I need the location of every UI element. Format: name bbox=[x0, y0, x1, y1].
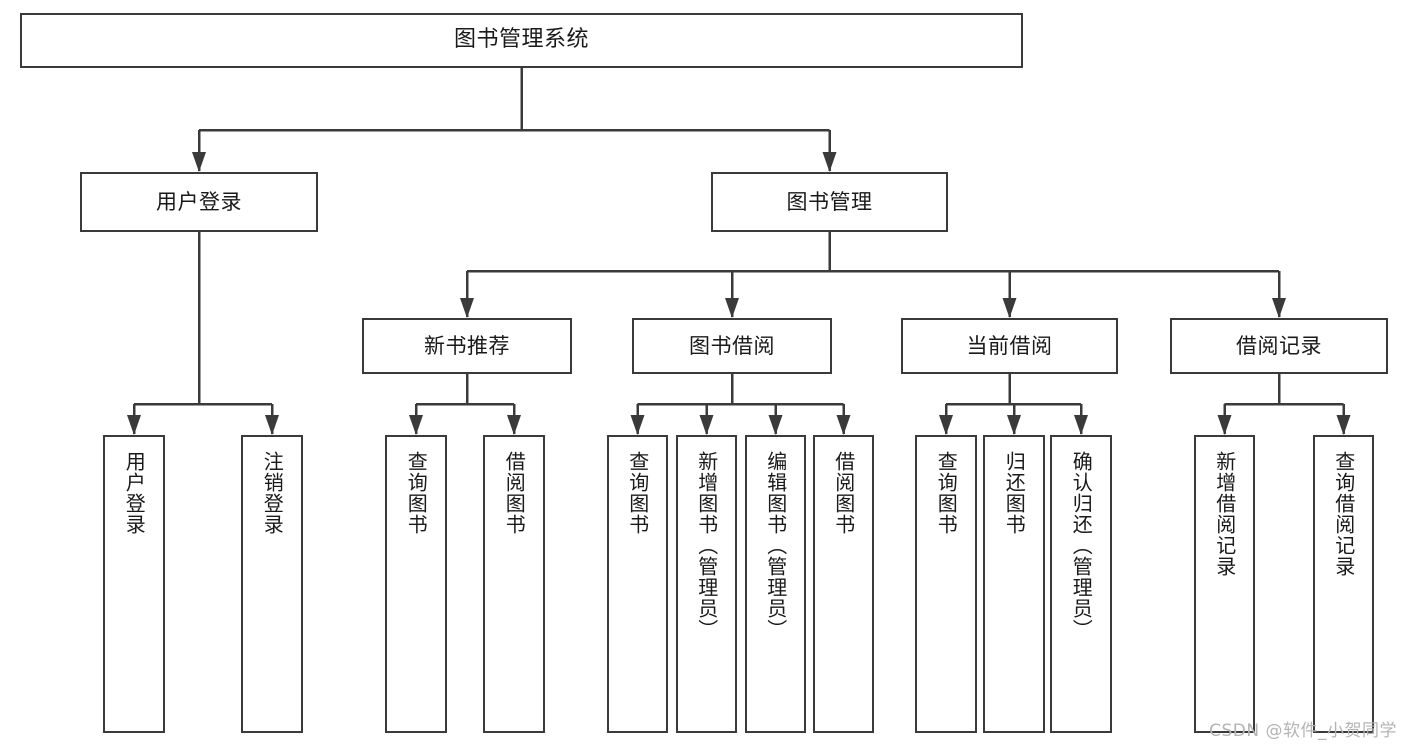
node-leaf-confirm-return-admin[interactable]: 确认归还（管理员） bbox=[1050, 435, 1112, 733]
node-label: 图书借阅 bbox=[689, 333, 775, 358]
node-label: 当前借阅 bbox=[966, 333, 1053, 358]
node-leaf-return-book[interactable]: 归还图书 bbox=[983, 435, 1045, 733]
node-leaf-borrow-book-recommend[interactable]: 借阅图书 bbox=[483, 435, 545, 733]
node-label: 查询图书 bbox=[625, 451, 650, 535]
node-leaf-user-login[interactable]: 用户登录 bbox=[103, 435, 165, 733]
node-leaf-query-borrow-record[interactable]: 查询借阅记录 bbox=[1313, 435, 1374, 733]
node-leaf-query-book-recommend[interactable]: 查询图书 bbox=[385, 435, 447, 733]
node-borrow-record[interactable]: 借阅记录 bbox=[1170, 318, 1388, 374]
node-label: 查询图书 bbox=[934, 451, 959, 535]
node-label: 借阅记录 bbox=[1236, 333, 1322, 358]
node-label: 用户登录 bbox=[156, 189, 242, 214]
node-leaf-query-book-borrow[interactable]: 查询图书 bbox=[607, 435, 668, 733]
node-leaf-edit-book-admin[interactable]: 编辑图书（管理员） bbox=[745, 435, 806, 733]
node-user-login[interactable]: 用户登录 bbox=[80, 172, 318, 232]
node-book-borrow[interactable]: 图书借阅 bbox=[632, 318, 832, 374]
csdn-watermark: CSDN @软件_小贺同学 bbox=[1209, 721, 1397, 741]
node-label: 确认归还（管理员） bbox=[1069, 451, 1094, 640]
node-new-book-recommend[interactable]: 新书推荐 bbox=[362, 318, 572, 374]
node-label: 归还图书 bbox=[1002, 451, 1027, 535]
node-label: 新增图书（管理员） bbox=[694, 451, 719, 640]
node-leaf-logout[interactable]: 注销登录 bbox=[241, 435, 303, 733]
node-label: 借阅图书 bbox=[502, 451, 527, 535]
node-label: 编辑图书（管理员） bbox=[763, 451, 788, 640]
node-label: 借阅图书 bbox=[831, 451, 856, 535]
node-current-borrow[interactable]: 当前借阅 bbox=[901, 318, 1118, 374]
node-leaf-query-book-current[interactable]: 查询图书 bbox=[915, 435, 977, 733]
node-leaf-add-borrow-record[interactable]: 新增借阅记录 bbox=[1194, 435, 1255, 733]
node-label: 查询图书 bbox=[404, 451, 429, 535]
node-label: 注销登录 bbox=[260, 451, 285, 535]
node-root-system[interactable]: 图书管理系统 bbox=[20, 13, 1023, 68]
node-book-management[interactable]: 图书管理 bbox=[711, 172, 948, 232]
node-label: 新增借阅记录 bbox=[1212, 451, 1237, 577]
node-leaf-add-book-admin[interactable]: 新增图书（管理员） bbox=[676, 435, 737, 733]
node-label: 用户登录 bbox=[122, 451, 147, 535]
node-label: 图书管理系统 bbox=[453, 27, 589, 53]
node-label: 查询借阅记录 bbox=[1331, 451, 1356, 577]
node-leaf-borrow-book[interactable]: 借阅图书 bbox=[813, 435, 874, 733]
node-label: 图书管理 bbox=[786, 189, 873, 214]
node-label: 新书推荐 bbox=[424, 333, 510, 358]
